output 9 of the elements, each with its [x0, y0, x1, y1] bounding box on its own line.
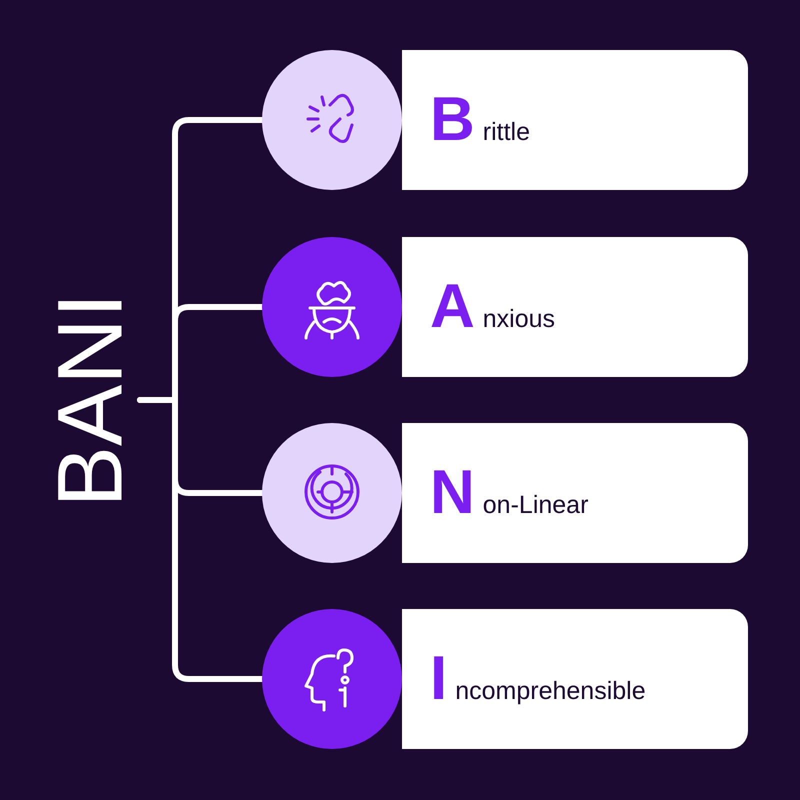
- item-label: Incomprehensible: [430, 648, 646, 710]
- item-card: [402, 50, 748, 190]
- item-label: Brittle: [430, 89, 530, 151]
- item-label: Non-Linear: [430, 462, 588, 524]
- title-text: BANI: [44, 292, 136, 508]
- item-card: [402, 423, 748, 563]
- item-card: [402, 609, 748, 749]
- item-label: Anxious: [430, 276, 556, 338]
- item-card: [402, 237, 748, 377]
